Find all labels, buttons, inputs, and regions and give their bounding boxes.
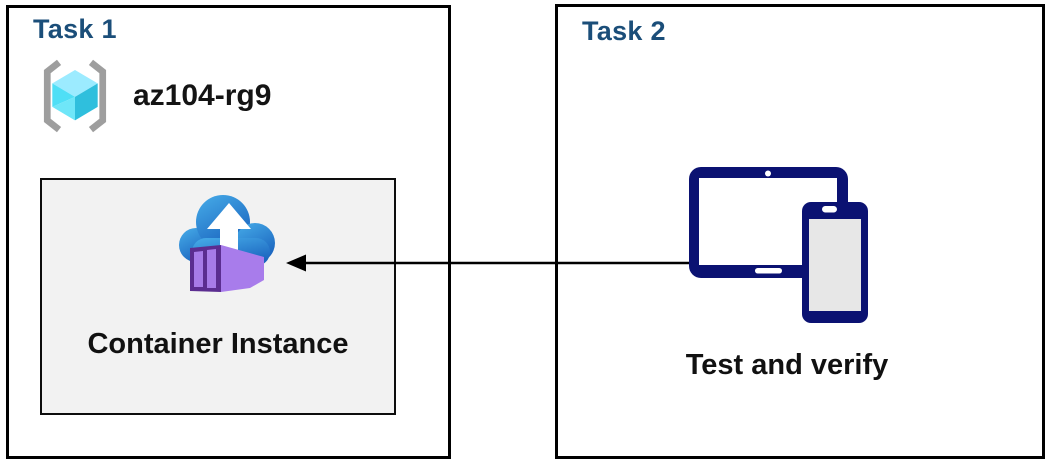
task1-title: Task 1: [33, 14, 117, 44]
right-bracket: [88, 59, 107, 133]
task1-box: Task 1 az104-rg9: [6, 5, 451, 459]
resource-group-name: az104-rg9: [133, 79, 272, 112]
phone-speaker: [822, 206, 837, 213]
left-bracket: [43, 59, 62, 133]
resource-group-row: az104-rg9: [33, 58, 271, 134]
cube: [52, 69, 98, 121]
left-arrow-connector: [286, 254, 689, 272]
container-instance-label: Container Instance: [87, 328, 349, 360]
container-instance-icon: [179, 195, 275, 292]
test-and-verify-label: Test and verify: [685, 349, 889, 381]
arrowhead: [286, 254, 306, 272]
tablet-home-button: [755, 268, 782, 274]
task2-title: Task 2: [582, 16, 666, 46]
container-instance-box: Container Instance: [40, 178, 396, 415]
task2-box: Task 2 Test and verify: [555, 4, 1045, 459]
resource-group-icon: [43, 59, 107, 133]
tablet-phone-icon: [689, 167, 868, 323]
phone-icon: [802, 202, 868, 323]
tablet-camera-dot: [765, 170, 771, 177]
container-box: [190, 245, 264, 292]
